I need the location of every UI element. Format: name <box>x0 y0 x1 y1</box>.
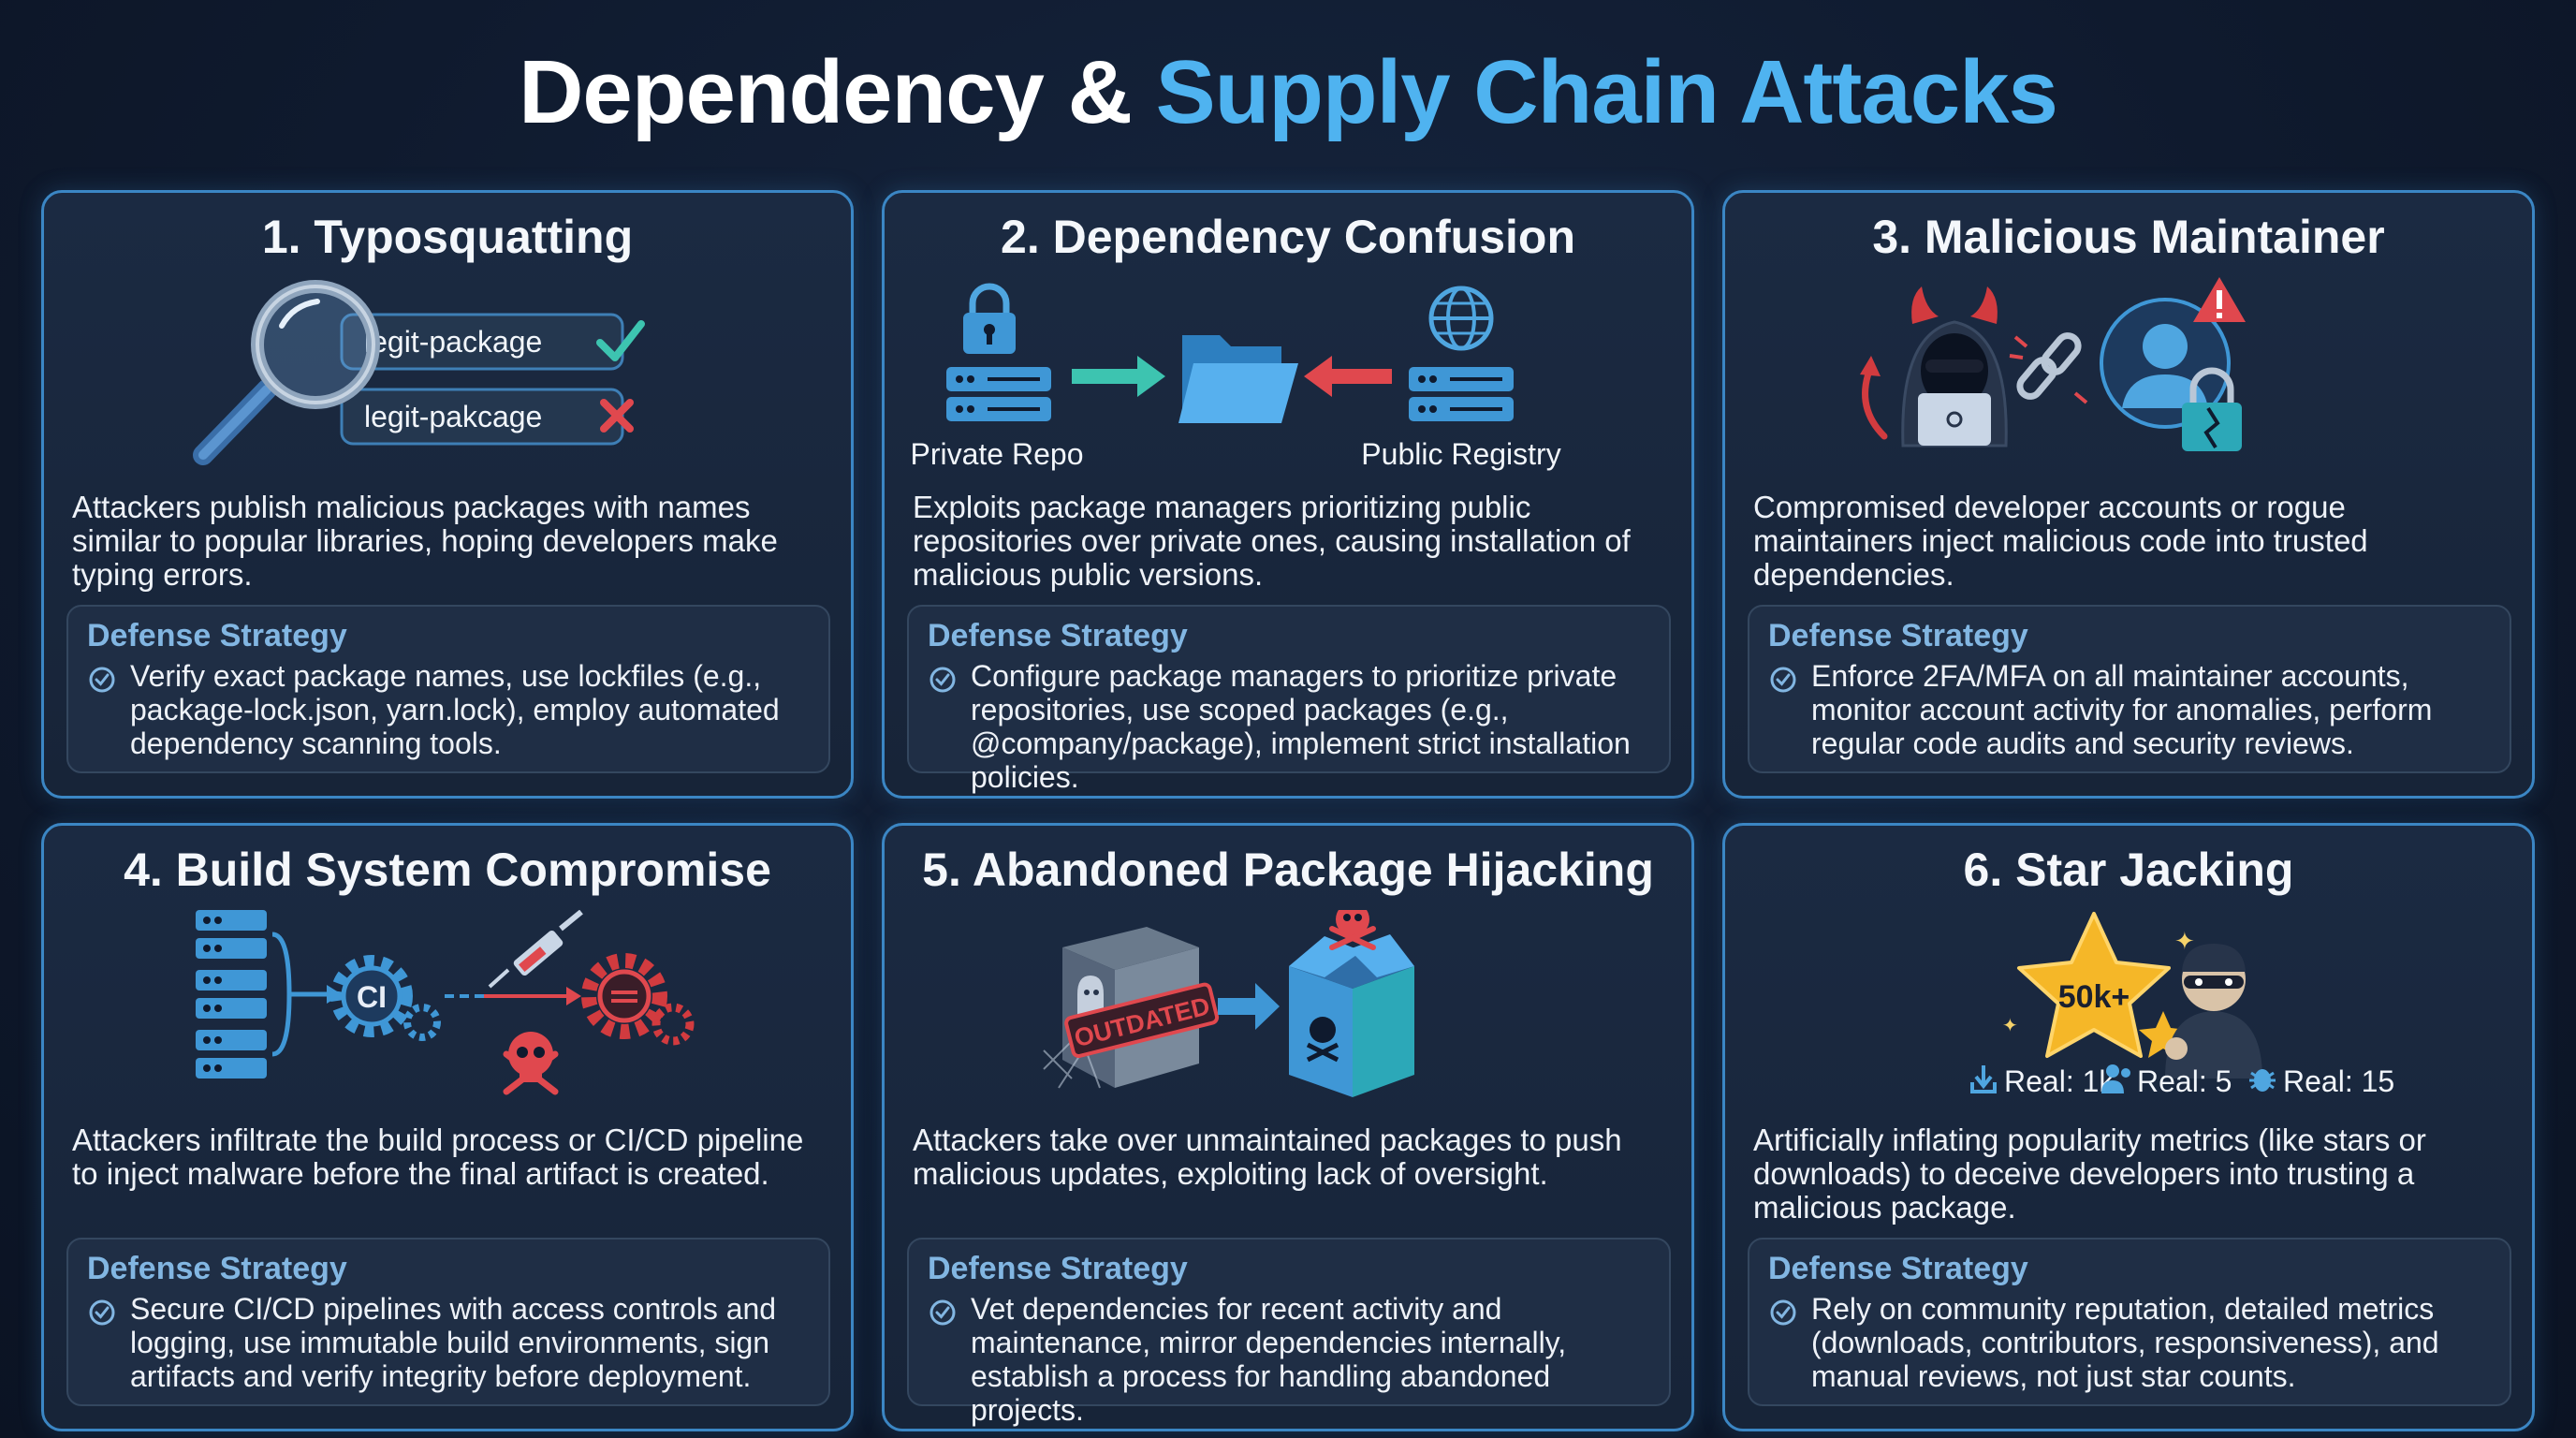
check-circle-icon <box>1770 667 1796 693</box>
card-abandoned-package-hijacking: 5. Abandoned Package Hijacking OUTDATED <box>882 823 1694 1431</box>
defense-text: Vet dependencies for recent activity and… <box>971 1292 1567 1427</box>
dependency-confusion-illustration: Private Repo Public Registry <box>911 283 1561 471</box>
defense-box: Defense Strategy Verify exact package na… <box>66 605 830 773</box>
arrow-left-icon <box>1304 356 1392 397</box>
abandoned-package-illustration: OUTDATED <box>1043 910 1414 1097</box>
svg-text:✦: ✦ <box>2174 927 2195 955</box>
title-part-2: Supply Chain Attacks <box>1155 42 2058 142</box>
defense-row: Enforce 2FA/MFA on all maintainer accoun… <box>1768 659 2491 760</box>
syringe-icon <box>488 910 583 989</box>
card-description: Artificially inflating popularity metric… <box>1753 1123 2426 1225</box>
broken-link-icon <box>2009 332 2088 404</box>
svg-text:✦: ✦ <box>2002 1016 2018 1036</box>
card-title: 2. Dependency Confusion <box>1001 211 1575 263</box>
downloads-metric: Real: 1k <box>2004 1064 2115 1098</box>
defense-label: Defense Strategy <box>928 618 1188 653</box>
contributors-metric: Real: 5 <box>2137 1064 2232 1098</box>
defense-row: Verify exact package names, use lockfile… <box>87 659 810 760</box>
thief-icon <box>2165 944 2262 1078</box>
defense-row: Rely on community reputation, detailed m… <box>1768 1292 2491 1393</box>
broken-lock-icon <box>2182 367 2242 451</box>
malicious-box-icon <box>1289 910 1414 1097</box>
card-description: Attackers infiltrate the build process o… <box>72 1123 804 1191</box>
card-build-system-compromise: 4. Build System Compromise <box>41 823 854 1431</box>
bad-package-name: legit-pakcage <box>364 400 542 433</box>
issues-metric: Real: 15 <box>2283 1064 2394 1098</box>
arrow-icon <box>1218 983 1280 1030</box>
defense-box: Defense Strategy Rely on community reput… <box>1748 1238 2511 1406</box>
defense-text: Secure CI/CD pipelines with access contr… <box>130 1292 777 1393</box>
good-package-name: legit-package <box>364 325 542 359</box>
star-jacking-illustration: 50k+ ✦ ✦ Real: 1k <box>1970 912 2394 1098</box>
user-alert-icon <box>2100 277 2246 429</box>
check-circle-icon <box>929 667 956 693</box>
check-circle-icon <box>1770 1299 1796 1326</box>
defense-text: Enforce 2FA/MFA on all maintainer accoun… <box>1811 659 2433 760</box>
typosquatting-illustration: legit-package legit-pakcage <box>193 280 645 465</box>
private-repo-label: Private Repo <box>911 437 1084 471</box>
abandoned-box-icon: OUTDATED <box>1043 927 1220 1089</box>
defense-label: Defense Strategy <box>87 618 347 653</box>
defense-text: Rely on community reputation, detailed m… <box>1811 1292 2439 1393</box>
card-description: Attackers publish malicious packages wit… <box>72 490 778 592</box>
cross-icon <box>600 399 634 433</box>
page-title: Dependency & Supply Chain Attacks <box>0 41 2576 144</box>
card-star-jacking: 6. Star Jacking 50k+ ✦ ✦ <box>1722 823 2535 1431</box>
defense-row: Vet dependencies for recent activity and… <box>928 1292 1650 1427</box>
defense-box: Defense Strategy Vet dependencies for re… <box>907 1238 1671 1427</box>
download-icon <box>1970 1065 1997 1093</box>
card-grid: 1. Typosquatting legit-package legit-pak… <box>41 190 2535 1431</box>
card-title: 1. Typosquatting <box>261 211 634 263</box>
defense-box: Defense Strategy Secure CI/CD pipelines … <box>66 1238 830 1406</box>
ci-gear-icon: CI <box>330 955 441 1041</box>
server-stack-icon <box>196 910 267 1078</box>
defense-label: Defense Strategy <box>1768 618 2028 653</box>
title-part-1: Dependency & <box>519 42 1133 142</box>
card-description: Attackers take over unmaintained package… <box>913 1123 1622 1191</box>
build-system-illustration: CI <box>196 910 695 1095</box>
defense-row: Configure package managers to prioritize… <box>928 659 1650 794</box>
check-circle-icon <box>89 1299 115 1326</box>
card-description: Exploits package managers prioritizing p… <box>913 490 1631 592</box>
malicious-maintainer-illustration <box>1860 277 2246 451</box>
defense-text: Configure package managers to prioritize… <box>971 659 1631 794</box>
folder-icon <box>1178 335 1298 423</box>
defense-text: Verify exact package names, use lockfile… <box>130 659 780 760</box>
star-icon: 50k+ ✦ ✦ <box>2002 912 2195 1058</box>
card-title: 6. Star Jacking <box>1963 844 2294 896</box>
good-pill <box>340 313 624 371</box>
check-icon <box>596 320 645 361</box>
card-dependency-confusion: 2. Dependency Confusion <box>882 190 1694 799</box>
defense-box: Defense Strategy Enforce 2FA/MFA on all … <box>1748 605 2511 773</box>
globe-server-icon <box>1409 286 1514 421</box>
defense-row: Secure CI/CD pipelines with access contr… <box>87 1292 810 1393</box>
magnifier-icon <box>193 280 380 465</box>
card-description: Compromised developer accounts or rogue … <box>1753 490 2368 592</box>
check-circle-icon <box>89 667 115 693</box>
defense-label: Defense Strategy <box>87 1251 347 1286</box>
users-icon <box>2101 1064 2130 1093</box>
defense-label: Defense Strategy <box>928 1251 1188 1286</box>
star-count: 50k+ <box>2058 979 2130 1015</box>
bug-icon <box>2249 1069 2276 1092</box>
card-title: 5. Abandoned Package Hijacking <box>922 844 1654 896</box>
card-malicious-maintainer: 3. Malicious Maintainer <box>1722 190 2535 799</box>
card-title: 3. Malicious Maintainer <box>1872 211 2385 263</box>
card-title: 4. Build System Compromise <box>124 844 771 896</box>
defense-label: Defense Strategy <box>1768 1251 2028 1286</box>
hacker-devil-icon <box>1860 286 2008 448</box>
defense-box: Defense Strategy Configure package manag… <box>907 605 1671 794</box>
public-registry-label: Public Registry <box>1361 437 1560 471</box>
lock-server-icon <box>946 283 1051 421</box>
check-circle-icon <box>929 1299 956 1326</box>
skull-icon <box>503 1032 559 1095</box>
card-typosquatting: 1. Typosquatting legit-package legit-pak… <box>41 190 854 799</box>
arrow-right-icon <box>1072 356 1165 397</box>
gear-icon <box>581 953 695 1046</box>
ci-label: CI <box>357 980 387 1014</box>
